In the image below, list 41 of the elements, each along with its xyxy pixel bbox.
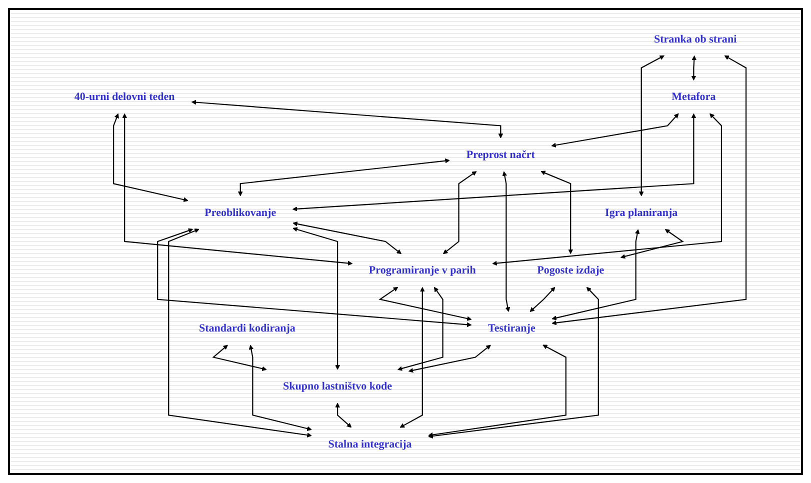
node-text: Stalna integracija [328, 438, 412, 450]
arrow [530, 286, 556, 312]
arrow [157, 228, 472, 328]
node-text: Pogoste izdaje [537, 264, 604, 276]
arrow [638, 55, 664, 196]
arrow [492, 113, 722, 266]
arrow [238, 158, 450, 196]
arrow [212, 344, 267, 372]
arrow [113, 113, 188, 202]
arrow [122, 113, 353, 266]
arrow [442, 171, 477, 254]
arrow [400, 286, 425, 428]
arrow [620, 229, 684, 259]
node-text: Igra planiranja [605, 206, 678, 219]
arrow [335, 402, 352, 428]
arrow [397, 286, 444, 371]
node-text: 40-urni delovni teden [74, 90, 175, 103]
node-text: Metafora [672, 90, 716, 103]
node-text: Standardi kodiranja [198, 322, 296, 334]
node-text: Preoblikovanje [204, 206, 276, 219]
node-text: Skupno lastništvo kode [283, 380, 392, 392]
arrow [292, 222, 402, 254]
arrow [551, 113, 679, 148]
arrow [691, 55, 697, 80]
node-text: Programiranje v parih [368, 264, 476, 276]
node-text: Stranka ob strani [654, 32, 737, 46]
arrow [292, 227, 340, 370]
arrow [428, 344, 566, 438]
node-text: Preprost načrt [466, 148, 535, 161]
arrow [191, 100, 504, 138]
arrow [248, 344, 312, 431]
arrow [540, 170, 574, 254]
node-text: Testiranje [488, 322, 536, 334]
arrow [378, 286, 472, 321]
arrow [292, 113, 696, 212]
arrow [168, 228, 312, 438]
arrow [552, 229, 640, 320]
arrow [502, 171, 510, 312]
arrow [552, 55, 747, 326]
arrow [408, 344, 491, 373]
arrow [428, 286, 599, 439]
